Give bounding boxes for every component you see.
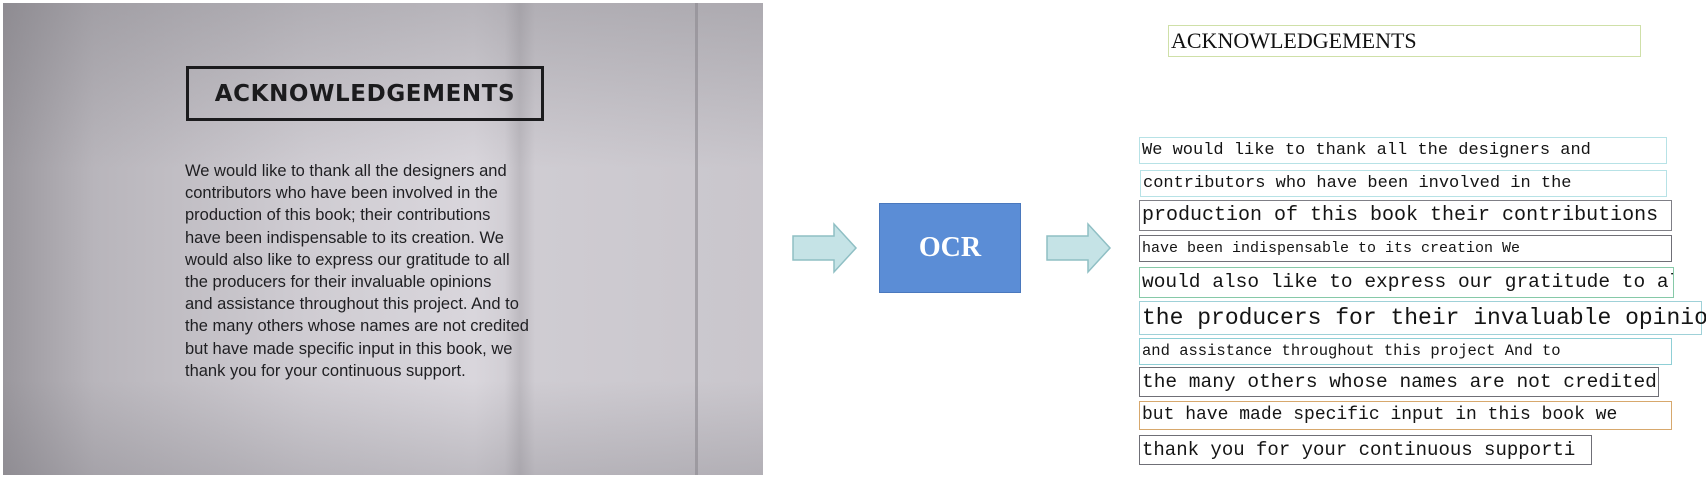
photo-body-text: We would like to thank all the designers… <box>185 160 565 382</box>
photo-heading: ACKNOWLEDGEMENTS <box>186 66 544 121</box>
ocr-result-line: have been indispensable to its creation … <box>1139 235 1672 262</box>
book-gutter <box>695 3 698 475</box>
photo-line: contributors who have been involved in t… <box>185 184 498 203</box>
photo-line: but have made specific input in this boo… <box>185 339 513 358</box>
photo-line: production of this book; their contribut… <box>185 206 491 225</box>
photo-line: have been indispensable to its creation.… <box>185 228 504 247</box>
ocr-result-line: We would like to thank all the designers… <box>1139 137 1667 164</box>
ocr-result-line: contributors who have been involved in t… <box>1140 170 1667 197</box>
ocr-result-line: and assistance throughout this project A… <box>1139 338 1672 365</box>
photo-line: the many others whose names are not cred… <box>185 317 529 336</box>
ocr-result-line: production of this book their contributi… <box>1139 200 1672 231</box>
ocr-result-line: thank you for your continuous supporti <box>1139 435 1592 465</box>
ocr-result-line: but have made specific input in this boo… <box>1139 401 1672 430</box>
ocr-result-heading: ACKNOWLEDGEMENTS <box>1168 25 1641 57</box>
photo-line: and assistance throughout this project. … <box>185 295 519 314</box>
photo-line: would also like to express our gratitude… <box>185 250 510 269</box>
right-arrow-icon <box>792 222 858 274</box>
right-arrow-icon <box>1046 222 1112 274</box>
ocr-process-box: OCR <box>879 203 1021 293</box>
photo-line: thank you for your continuous support. <box>185 361 466 380</box>
photo-line: the producers for their invaluable opini… <box>185 273 492 292</box>
photo-line: We would like to thank all the designers… <box>185 162 507 180</box>
ocr-result-line: the producers for their invaluable opini… <box>1139 301 1706 335</box>
ocr-result-line: the many others whose names are not cred… <box>1139 367 1659 397</box>
photo-shading <box>3 3 763 475</box>
input-photo: ACKNOWLEDGEMENTS We would like to thank … <box>3 3 763 475</box>
ocr-result-line: would also like to express our gratitude… <box>1139 267 1674 298</box>
